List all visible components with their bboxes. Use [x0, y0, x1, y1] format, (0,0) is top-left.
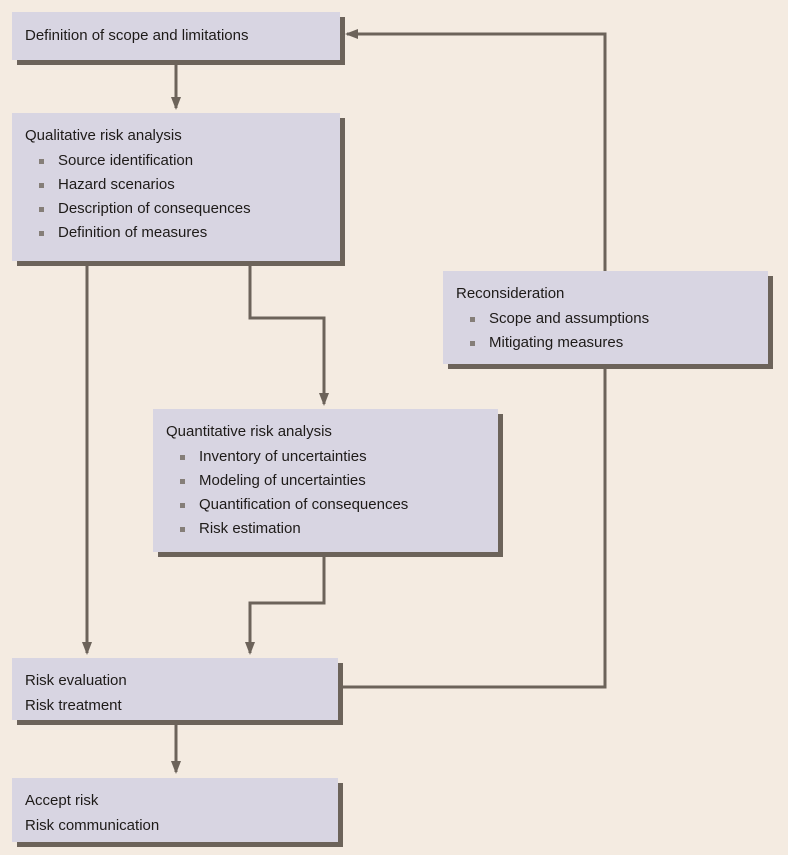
box-title: Accept risk: [25, 792, 99, 809]
bullet-icon: [180, 454, 185, 460]
list-item: Modeling of uncertainties: [153, 469, 498, 493]
box-qualitative-risk-analysis: Qualitative risk analysis Source identif…: [12, 113, 340, 261]
box-title: Reconsideration: [456, 285, 565, 302]
bullet-label: Quantification of consequences: [199, 496, 409, 513]
box-accept-risk: Accept risk Risk communication: [12, 778, 338, 842]
box-scope-and-limitations: Definition of scope and limitations: [12, 12, 340, 60]
bullet-label: Mitigating measures: [489, 334, 624, 351]
bullet-icon: [470, 340, 475, 346]
bullet-icon: [39, 158, 44, 164]
box-quantitative-risk-analysis: Quantitative risk analysis Inventory of …: [153, 409, 498, 552]
box-title: Qualitative risk analysis: [25, 127, 182, 144]
bullet-icon: [180, 502, 185, 508]
box-title: Risk evaluation: [25, 672, 127, 689]
box-risk-evaluation: Risk evaluation Risk treatment: [12, 658, 338, 720]
list-item: Description of consequences: [12, 197, 340, 221]
bullet-icon: [470, 316, 475, 322]
box-subtitle: Risk treatment: [25, 697, 122, 714]
arrow-quantitative-to-evaluation: [245, 552, 326, 655]
bullet-label: Modeling of uncertainties: [199, 472, 366, 489]
list-item: Hazard scenarios: [12, 173, 340, 197]
list-item: Definition of measures: [12, 221, 340, 245]
bullet-label: Definition of measures: [58, 224, 208, 241]
list-item: Scope and assumptions: [443, 307, 768, 331]
bullet-icon: [39, 182, 44, 188]
bullet-label: Risk estimation: [199, 520, 301, 537]
bullet-icon: [39, 206, 44, 212]
bullet-label: Hazard scenarios: [58, 176, 175, 193]
bullet-icon: [180, 478, 185, 484]
list-item: Quantification of consequences: [153, 493, 498, 517]
box-reconsideration: Reconsideration Scope and assumptions Mi…: [443, 271, 768, 364]
bullet-icon: [180, 526, 185, 532]
list-item: Mitigating measures: [443, 331, 768, 355]
bullet-icon: [39, 230, 44, 236]
bullet-label: Scope and assumptions: [489, 310, 650, 327]
list-item: Risk estimation: [153, 517, 498, 541]
bullet-label: Inventory of uncertainties: [199, 448, 367, 465]
list-item: Source identification: [12, 149, 340, 173]
box-title: Definition of scope and limitations: [25, 27, 249, 44]
bullet-label: Source identification: [58, 152, 194, 169]
box-title: Quantitative risk analysis: [166, 423, 332, 440]
list-item: Inventory of uncertainties: [153, 445, 498, 469]
arrow-qualitative-to-quantitative: [248, 261, 329, 406]
bullet-label: Description of consequences: [58, 200, 251, 217]
box-subtitle: Risk communication: [25, 817, 160, 834]
